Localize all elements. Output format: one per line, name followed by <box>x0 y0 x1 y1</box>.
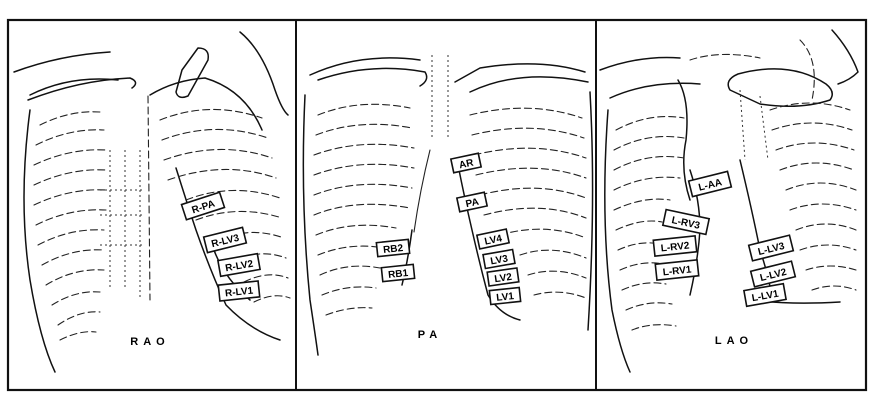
rao-markers: R-PA R-LV3 R-LV2 R-LV1 <box>182 192 261 301</box>
panel-lao: L-AA L-RV3 L-RV2 L-RV1 L-LV3 L-LV2 <box>600 30 858 372</box>
pa-view-label: PA <box>418 329 442 341</box>
panel-rao: R-PA R-LV3 R-LV2 R-LV1 RAO <box>14 32 290 372</box>
marker-r-lv1: R-LV1 <box>218 281 259 301</box>
lao-view-label: LAO <box>715 335 753 347</box>
marker-rb2: RB2 <box>376 239 409 256</box>
svg-text:LV4: LV4 <box>484 233 504 248</box>
marker-r-lv3: R-LV3 <box>204 227 247 252</box>
marker-ar: AR <box>451 153 481 173</box>
marker-l-rv1: L-RV1 <box>655 260 698 280</box>
marker-l-lv2: L-LV2 <box>751 261 796 287</box>
marker-l-aa: L-AA <box>689 171 732 196</box>
marker-l-rv3: L-RV3 <box>663 210 709 235</box>
marker-lv1: LV1 <box>489 287 520 304</box>
pa-markers: AR PA RB2 RB1 LV4 LV3 <box>376 153 520 304</box>
marker-rb1: RB1 <box>381 264 414 281</box>
marker-lv2: LV2 <box>487 268 519 286</box>
marker-l-rv2: L-RV2 <box>653 236 696 256</box>
svg-text:RB1: RB1 <box>388 268 409 281</box>
svg-text:RB2: RB2 <box>383 243 404 256</box>
panel-pa: AR PA RB2 RB1 LV4 LV3 <box>303 55 592 355</box>
rao-view-label: RAO <box>130 336 169 348</box>
marker-r-pa: R-PA <box>182 192 225 220</box>
marker-pa: PA <box>457 192 487 212</box>
marker-lv3: LV3 <box>483 250 515 269</box>
svg-text:LV1: LV1 <box>496 291 515 304</box>
marker-r-lv2: R-LV2 <box>218 254 260 277</box>
marker-l-lv3: L-LV3 <box>749 235 794 261</box>
marker-lv4: LV4 <box>477 229 509 249</box>
lao-markers: L-AA L-RV3 L-RV2 L-RV1 L-LV3 L-LV2 <box>653 171 795 306</box>
